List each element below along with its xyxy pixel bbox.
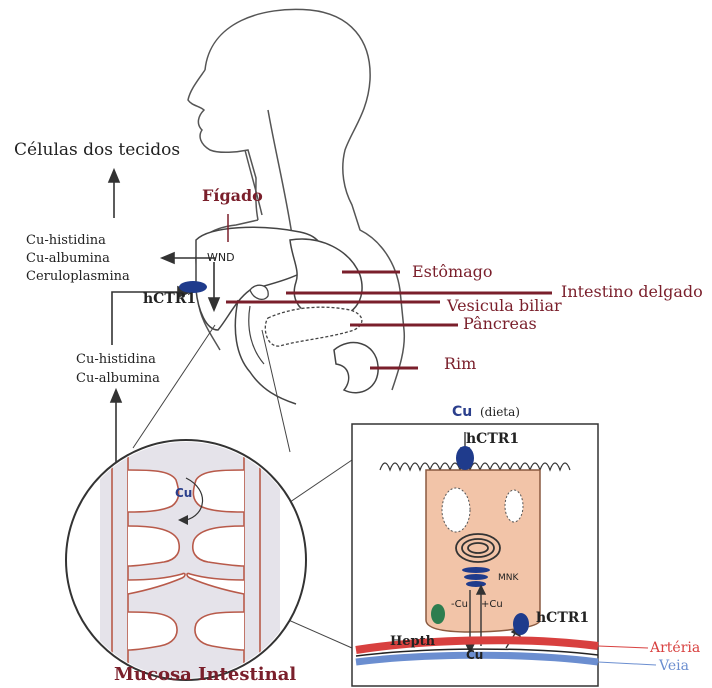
hctr1-liver-label: hCTR1: [143, 292, 196, 306]
cu-histidine-label: Cu-histidina: [26, 234, 106, 247]
nucleus-2: [505, 490, 523, 522]
cu-histidine-label-2: Cu-histidina: [76, 353, 156, 366]
hctr1-basal-label: hCTR1: [536, 611, 589, 625]
minus-cu-label: -Cu: [451, 600, 468, 610]
mnk-vesicles: [462, 567, 490, 587]
gallbladder-label: Vesicula biliar: [447, 298, 562, 314]
hctr1-basal-marker: [513, 613, 529, 635]
nucleus-1: [442, 488, 470, 532]
stomach-shape: [290, 239, 362, 318]
liver-label: Fígado: [202, 188, 263, 204]
cu-albumin-label-2: Cu-albumina: [76, 372, 160, 385]
intestine-tube-2: [249, 306, 264, 364]
tissue-cells-label: Células dos tecidos: [14, 142, 180, 159]
cu-albumin-label: Cu-albumina: [26, 252, 110, 265]
mnk-label: MNK: [498, 574, 518, 583]
wnd-label: WND: [207, 252, 235, 263]
stomach-label: Estômago: [412, 264, 493, 280]
mucosa-circle: [66, 440, 306, 680]
cu-blood-label: Cu: [466, 649, 483, 661]
hephaestin-marker: [431, 604, 445, 624]
hephaestin-label: Hepth: [390, 635, 435, 648]
plus-cu-label: +Cu: [481, 600, 503, 610]
hctr1-apical-label: hCTR1: [466, 432, 519, 446]
kidney-label: Rim: [444, 356, 476, 372]
pancreas-label: Pâncreas: [463, 316, 537, 332]
gallbladder-shape: [250, 285, 268, 299]
pancreas-shape: [265, 307, 362, 346]
intestinal-mucosa-label: Mucosa Intestinal: [114, 666, 296, 684]
artery-label: Artéria: [650, 641, 700, 655]
cu-mucosa-label: Cu: [175, 487, 192, 499]
small-intestine-label: Intestino delgado: [561, 284, 703, 300]
hctr1-apical-marker: [456, 446, 474, 470]
cu-diet-label: Cu: [452, 405, 472, 419]
diet-label: (dieta): [480, 406, 520, 418]
vein-label: Veia: [659, 659, 689, 673]
ceruloplasmin-label: Ceruloplasmina: [26, 270, 130, 283]
